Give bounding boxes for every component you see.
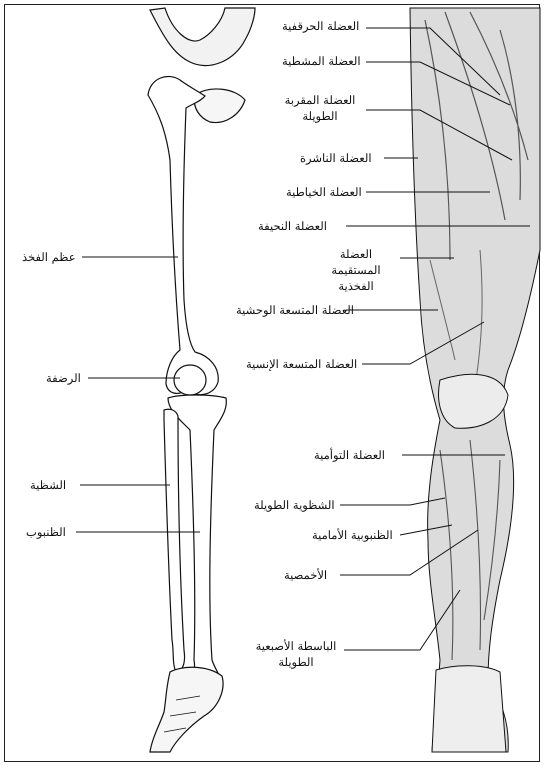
femur-bone [148,76,218,394]
label-iliacus: العضلة الحرقفية [282,18,359,34]
label-tibia: الظنبوب [26,524,66,540]
label-rectus-femoris: العضلة المستقيمة الفخذية [314,246,398,294]
pelvis-bone [150,8,255,66]
muscle-leg [410,8,540,752]
label-adductor-longus: العضلة المقربة الطويلة [276,92,364,124]
label-pectineus: العضلة المشطية [282,53,361,69]
patella-bone [174,365,206,395]
foot-bones [150,667,223,752]
label-sartorius-tensor: العضلة الناشرة [300,150,372,166]
label-fibula: الشظية [30,477,66,493]
label-femur: عظم الفخذ [22,249,76,265]
label-vastus-lateralis: العضلة المتسعة الوحشية [236,302,354,318]
ankle-region [432,666,506,752]
fibula-bone [164,409,185,672]
label-vastus-medialis: العضلة المتسعة الإنسية [246,356,357,372]
label-peroneus-longus: الشظوية الطويلة [254,497,335,513]
label-tibialis-anterior: الظنبوبية الأمامية [312,527,393,543]
label-soleus: الأخمصية [284,567,327,583]
label-gracilis: العضلة النحيفة [258,218,327,234]
skeleton-leg [148,8,255,752]
label-patella: الرضفة [46,370,81,386]
label-sartorius: العضلة الخياطية [286,184,362,200]
label-extensor-digitorum-longus: الباسطة الأصبعية الطويلة [250,638,342,670]
label-gastrocnemius: العضلة التوأمية [314,447,385,463]
